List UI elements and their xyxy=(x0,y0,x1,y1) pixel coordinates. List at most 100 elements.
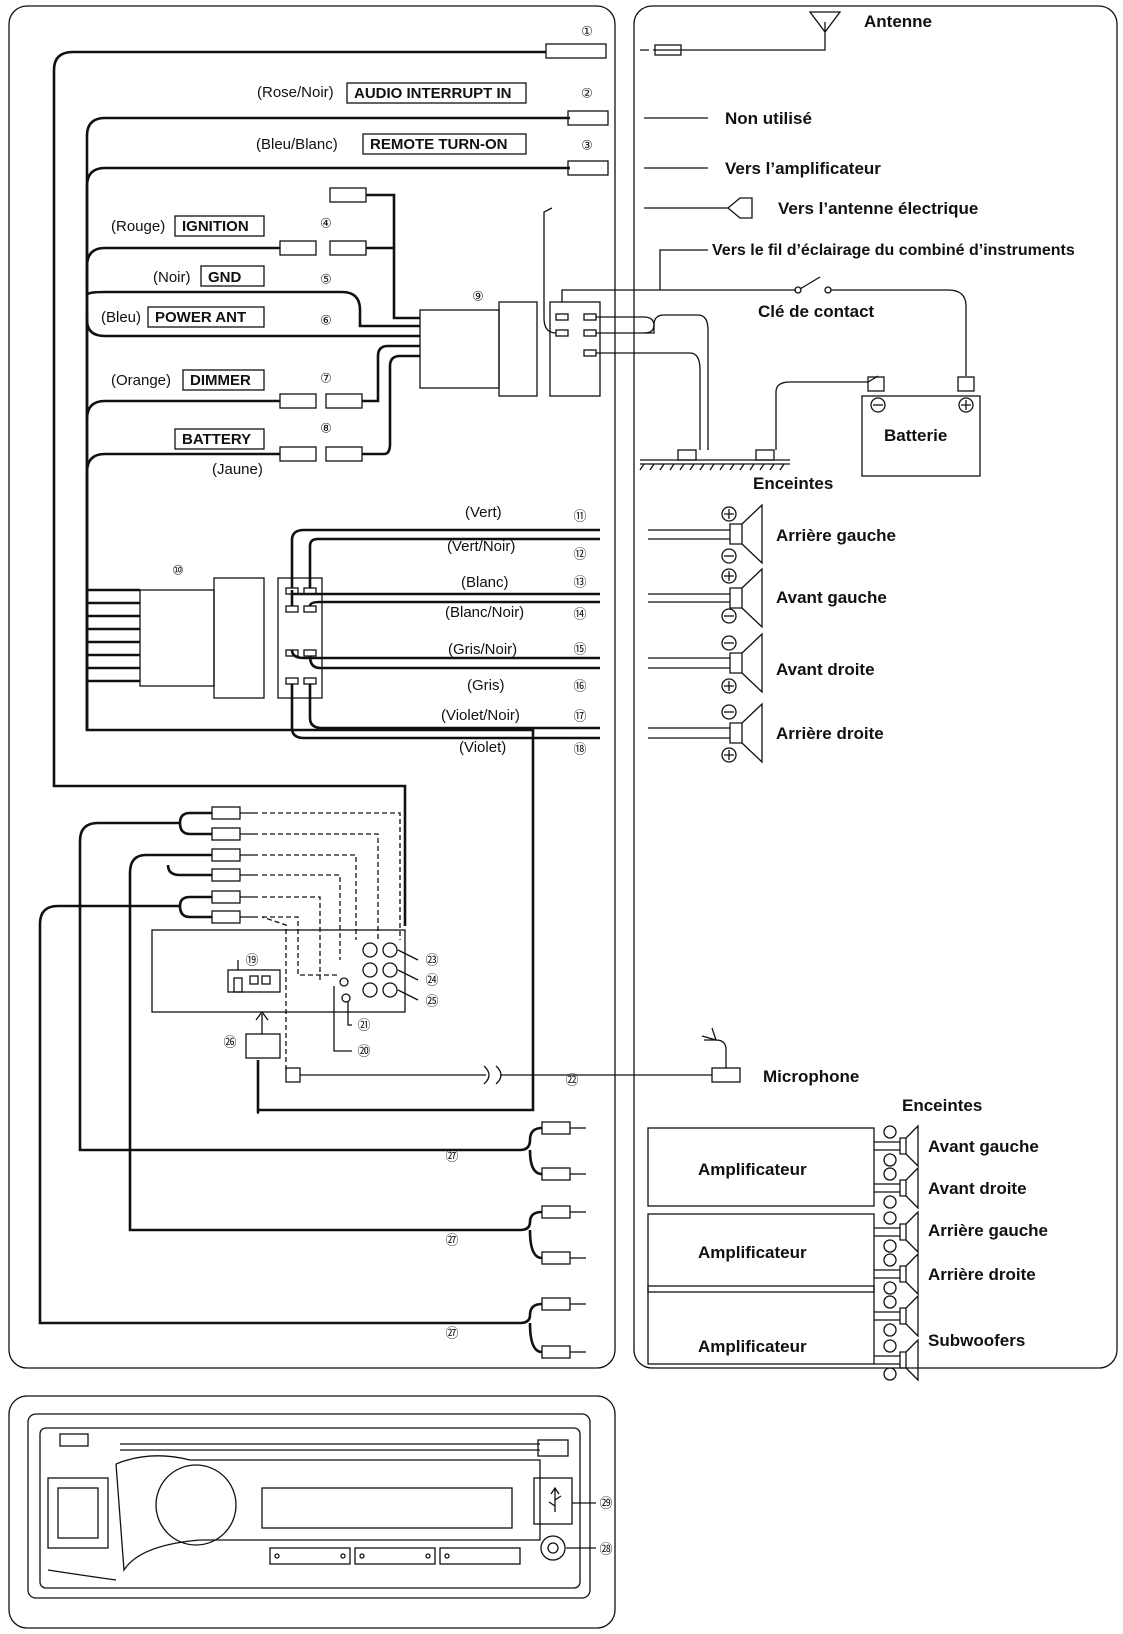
speaker-icon xyxy=(729,503,763,565)
wire-8-name: BATTERY xyxy=(182,431,251,448)
usb-port-19 xyxy=(227,969,281,993)
speaker-rear-left xyxy=(648,503,763,565)
wire-7-color: (Orange) xyxy=(111,372,171,389)
num-20: ⑳ xyxy=(357,1044,370,1059)
rca-plug-icon xyxy=(211,806,258,924)
amp-2-label: Amplificateur xyxy=(698,1243,807,1262)
num-4: ④ xyxy=(320,216,332,231)
num-29: ㉙ xyxy=(599,1496,612,1511)
num-28: ㉘ xyxy=(599,1542,612,1557)
num-26: ㉖ xyxy=(223,1035,236,1050)
not-used-label: Non utilisé xyxy=(725,109,812,128)
num-17: ⑰ xyxy=(573,709,586,724)
ignition-switch-icon xyxy=(794,276,832,294)
speaker-rear-right xyxy=(648,702,763,764)
speaker-label-2: Avant gauche xyxy=(776,588,887,607)
sw-17-color: (Violet/Noir) xyxy=(441,707,520,724)
num-3: ③ xyxy=(581,138,593,153)
speaker-label-4: Arrière droite xyxy=(776,724,884,743)
speaker-icon xyxy=(729,702,763,764)
wire-6-color: (Bleu) xyxy=(101,309,141,326)
wire-4-color: (Rouge) xyxy=(111,218,165,235)
num-1: ① xyxy=(581,24,593,39)
microphone-label: Microphone xyxy=(763,1067,859,1086)
speaker-front-left xyxy=(648,567,763,629)
amp-out-2: Avant droite xyxy=(928,1179,1027,1198)
num-19: ⑲ xyxy=(245,953,258,968)
amp-3-label: Amplificateur xyxy=(698,1337,807,1356)
num-22: ㉒ xyxy=(565,1073,578,1088)
amp-speaker-icons xyxy=(874,1124,919,1382)
speaker-front-right xyxy=(648,632,763,694)
num-6: ⑥ xyxy=(320,313,332,328)
amp-out-1: Avant gauche xyxy=(928,1137,1039,1156)
speaker-label-3: Avant droite xyxy=(776,660,875,679)
sw-18-color: (Violet) xyxy=(459,739,506,756)
antenna-plug xyxy=(545,43,607,59)
wire-5-color: (Noir) xyxy=(153,269,191,286)
num-5: ⑤ xyxy=(320,272,332,287)
wire-6-name: POWER ANT xyxy=(155,309,246,326)
num-13: ⑬ xyxy=(573,575,586,590)
speaker-icon xyxy=(729,632,763,694)
amplifier-2 xyxy=(647,1213,875,1293)
num-27a: ㉗ xyxy=(445,1149,458,1164)
num-12: ⑫ xyxy=(573,547,586,562)
wire-2-name: AUDIO INTERRUPT IN xyxy=(354,85,512,102)
num-27b: ㉗ xyxy=(445,1233,458,1248)
speaker-label-1: Arrière gauche xyxy=(776,526,896,545)
right-panel xyxy=(633,5,1118,1369)
num-11: ⑪ xyxy=(573,509,586,524)
wire-5-name: GND xyxy=(208,269,242,286)
to-power-ant-label: Vers l’antenne électrique xyxy=(778,199,978,218)
amp-1-label: Amplificateur xyxy=(698,1160,807,1179)
headunit-panel xyxy=(8,1395,616,1629)
battery-icon xyxy=(861,376,981,477)
num-18: ⑱ xyxy=(573,742,586,757)
amp-out-3: Arrière gauche xyxy=(928,1221,1048,1240)
sw-16-color: (Gris) xyxy=(467,677,505,694)
sw-15-color: (Gris/Noir) xyxy=(448,641,517,658)
antenna-icon xyxy=(681,11,842,51)
num-2: ② xyxy=(581,86,593,101)
num-8: ⑧ xyxy=(320,421,332,436)
ignition-key-label: Clé de contact xyxy=(758,302,875,321)
wire-3-name: REMOTE TURN-ON xyxy=(370,136,508,153)
num-23: ㉓ xyxy=(425,953,438,968)
left-panel xyxy=(8,5,616,1369)
num-21: ㉑ xyxy=(357,1018,370,1033)
num-16: ⑯ xyxy=(573,679,586,694)
amp-speakers-title: Enceintes xyxy=(902,1096,982,1115)
sw-14-color: (Blanc/Noir) xyxy=(445,604,524,621)
wire-2-color: (Rose/Noir) xyxy=(257,84,334,101)
usb-icon xyxy=(548,1486,562,1512)
amplifier-3 xyxy=(647,1285,875,1365)
antenna-label: Antenne xyxy=(864,12,932,31)
to-amp-label: Vers l’amplificateur xyxy=(725,159,881,178)
wire-4-name: IGNITION xyxy=(182,218,249,235)
battery-label: Batterie xyxy=(884,426,947,445)
headunit-front xyxy=(27,1413,596,1599)
speaker-connector-10 xyxy=(139,589,215,687)
to-illum-label: Vers le fil d’éclairage du combiné d’ins… xyxy=(712,242,1075,259)
amp-out-5: Subwoofers xyxy=(928,1331,1025,1350)
num-27c: ㉗ xyxy=(445,1326,458,1341)
sw-11-color: (Vert) xyxy=(465,504,502,521)
wire-3-color: (Bleu/Blanc) xyxy=(256,136,338,153)
num-10: ⑩ xyxy=(172,563,184,578)
num-7: ⑦ xyxy=(320,371,332,386)
num-25: ㉕ xyxy=(425,994,438,1009)
wire-7-name: DIMMER xyxy=(190,372,251,389)
speakers-title-top: Enceintes xyxy=(753,474,833,493)
num-24: ㉔ xyxy=(425,973,438,988)
num-9: ⑨ xyxy=(472,289,484,304)
sw-12-color: (Vert/Noir) xyxy=(447,538,515,555)
ground-icon xyxy=(639,449,790,471)
iso-connector-9 xyxy=(419,309,500,389)
speaker-icon xyxy=(729,567,763,629)
num-14: ⑭ xyxy=(573,607,586,622)
wire-8-color: (Jaune) xyxy=(212,461,263,478)
amp-out-4: Arrière droite xyxy=(928,1265,1036,1284)
headunit-back xyxy=(151,929,406,1013)
num-15: ⑮ xyxy=(573,642,586,657)
